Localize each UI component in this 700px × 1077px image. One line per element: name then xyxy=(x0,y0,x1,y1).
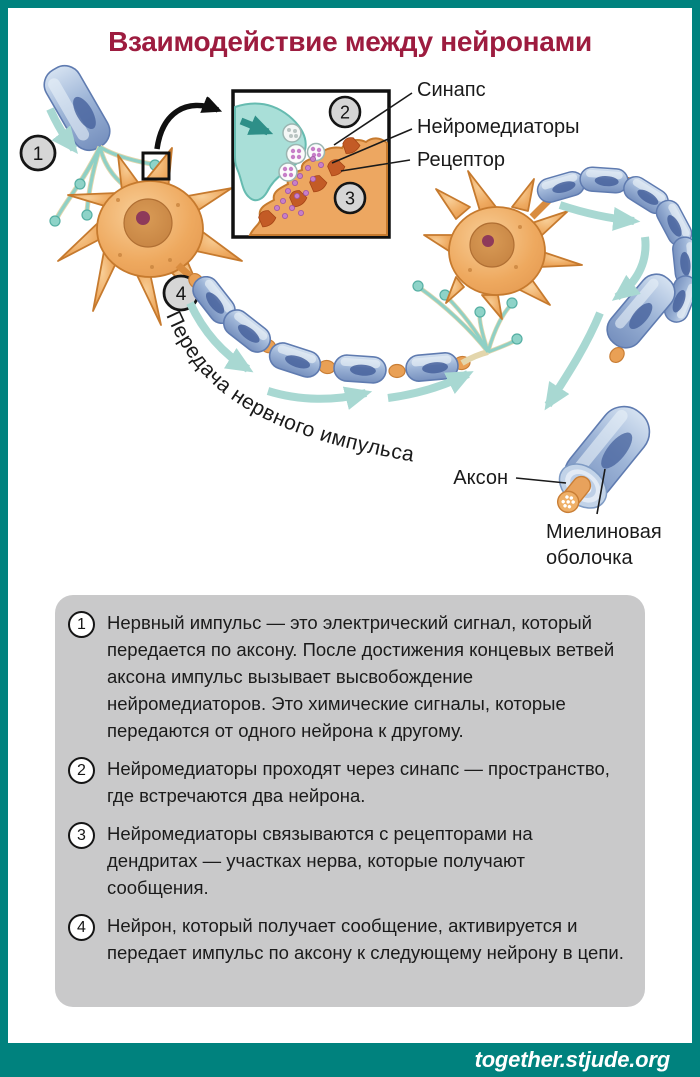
step3-marker: 3 xyxy=(333,181,367,215)
axon-cross-section xyxy=(556,475,592,514)
svg-text:2: 2 xyxy=(340,103,350,123)
impulse-caption: Передача нервного импульса xyxy=(161,308,416,467)
step-text: Нервный импульс — это электрический сигн… xyxy=(107,612,615,741)
explanation-box: 1 Нервный импульс — это электрический си… xyxy=(55,595,645,1007)
impulse-path-label: Передача нервного импульса xyxy=(161,308,415,467)
myelin-label-line2: оболочка xyxy=(546,547,633,569)
step-item-3: 3 Нейромедиаторы связываются с рецептора… xyxy=(68,820,627,901)
labels xyxy=(331,92,606,515)
impulse-arrow xyxy=(46,107,78,154)
right-axon-arc xyxy=(533,165,700,514)
step-number-badge: 1 xyxy=(68,611,95,638)
neurotransmitters-label: Нейромедиаторы xyxy=(417,116,580,138)
step-number-badge: 2 xyxy=(68,757,95,784)
neurotransmitter-dots xyxy=(273,156,324,219)
zoom-callout-arrow xyxy=(154,106,218,150)
step-text: Нейромедиаторы связываются с рецепторами… xyxy=(107,823,533,898)
incoming-axon xyxy=(43,64,111,154)
footer-url: together.stjude.org xyxy=(474,1047,671,1072)
myelin-cross-section xyxy=(556,405,651,514)
myelin-label-line1: Миелиновая xyxy=(546,521,662,543)
right-neuron xyxy=(423,170,583,320)
step-number-badge: 4 xyxy=(68,914,95,941)
zoom-region-square xyxy=(141,151,171,181)
step2-marker: 2 xyxy=(328,95,362,129)
axon-label: Аксон xyxy=(453,467,508,489)
step-item-2: 2 Нейромедиаторы проходят через синапс —… xyxy=(68,755,627,809)
receptor-label: Рецептор xyxy=(417,149,505,171)
svg-text:3: 3 xyxy=(345,189,355,209)
step1-marker: 1 xyxy=(19,134,57,172)
terminal-arrow xyxy=(239,115,274,136)
step-number-badge: 3 xyxy=(68,822,95,849)
impulse-arrows xyxy=(186,301,474,410)
step-item-4: 4 Нейрон, который получает сообщение, ак… xyxy=(68,912,627,966)
svg-text:4: 4 xyxy=(176,284,187,305)
right-impulse-arrows xyxy=(544,201,650,411)
myelin-chain xyxy=(185,270,472,385)
step-text: Нейрон, который получает сообщение, акти… xyxy=(107,915,624,963)
svg-text:1: 1 xyxy=(33,144,44,165)
neuron-interaction-diagram: 1 4 Передача нервного импульса xyxy=(19,64,700,569)
page-title: Взаимодействие между нейронами xyxy=(108,26,592,57)
synapse-inset-box: 2 3 xyxy=(231,89,391,239)
step-item-1: 1 Нервный импульс — это электрический си… xyxy=(68,609,627,744)
vesicles xyxy=(278,123,326,182)
step-text: Нейромедиаторы проходят через синапс — п… xyxy=(107,758,610,806)
synapse-label: Синапс xyxy=(417,79,486,101)
footer-bar: together.stjude.org xyxy=(0,1043,700,1077)
